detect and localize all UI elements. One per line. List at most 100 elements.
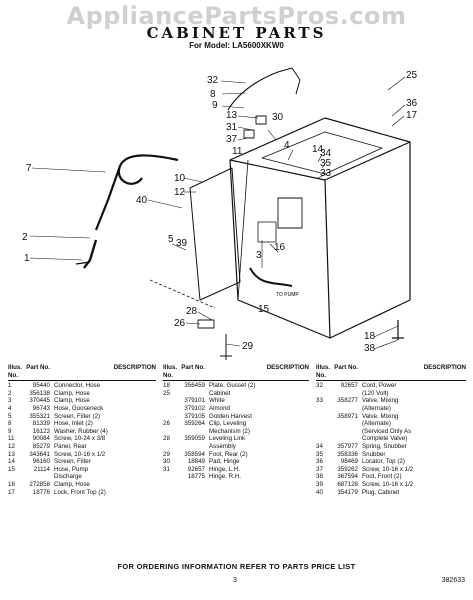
part-description: Screw, 10-16 x 1/2 [362,480,414,488]
part-number: 358971 [337,412,358,420]
part-description: Mechanism (2) [209,427,250,435]
callout-31: 31 [226,122,238,133]
part-description: Snubber [362,450,386,458]
part-number [180,390,209,398]
part-number: 370445 [29,397,50,405]
part-description: Golden Harvest [209,412,252,420]
part-description: (Alternate) [362,420,391,428]
part-number: 359059 [184,435,205,443]
power-cord-outline [227,67,293,111]
parts-row: 39 687128 Screw, 10-16 x 1/2 [316,481,466,489]
parts-row: (Alternate) [316,420,466,428]
parts-row: (Serviced Only As [316,428,466,436]
part-number: 85279 [32,442,50,450]
illus-number [163,443,180,451]
part-number: 98469 [340,458,358,466]
callout-5: 5 [168,234,174,245]
part-number [333,428,362,436]
parts-row: 358971 Valve, Mixing [316,413,466,421]
illus-number [316,428,333,436]
callout-7: 7 [26,163,32,174]
part-description: Panel, Rear [54,442,87,450]
part-description: Hose, Pump [54,465,89,473]
exploded-parts-diagram: 1234578910111213141516171825262829303132… [22,67,418,360]
part-description: Screen, Filter [54,458,91,466]
part-description: Lock, Front Top (2) [54,488,106,496]
part-description: Hinge, R.H. [209,473,241,481]
table-header: Illus. No. Part No. DESCRIPTION [8,364,156,382]
callout-34: 34 [320,148,332,159]
callout-26: 26 [174,318,186,329]
illus-number: 30 [163,458,170,466]
model-line: For Model: LA5600XKW0 [189,41,284,50]
svg-text:TO PUMP: TO PUMP [276,292,299,298]
part-number: 90084 [32,435,50,443]
callout-18: 18 [364,331,376,342]
part-number: 355321 [29,412,50,420]
illus-number [163,397,180,405]
part-description: (Serviced Only As [362,427,412,435]
part-number: 359262 [337,465,358,473]
part-description: (Alternate) [362,404,391,412]
illus-number: 39 [316,480,323,488]
illus-number: 34 [316,442,323,450]
part-description: (120 Volt) [362,389,389,397]
callout-11: 11 [232,146,243,157]
part-description: Spring, Snubber [362,442,407,450]
part-number: 354179 [337,488,358,496]
page-title: CABINET PARTS [146,24,327,42]
callout-33: 33 [320,168,332,179]
illus-number [163,473,180,481]
callout-15: 15 [258,304,270,315]
callout-13: 13 [226,110,238,121]
watermark: AppliancePartsPros.com [66,2,407,30]
pump-hose-outline [249,267,293,287]
part-number [180,428,209,436]
header-desc: DESCRIPTION [113,364,156,371]
part-description: Hinge, L.H. [209,465,240,473]
part-description: Clamp, Hose [54,480,90,488]
illus-number [163,413,180,421]
part-description: Washer, Rubber (4) [54,427,108,435]
illus-number [316,413,333,421]
callout-37: 37 [226,134,238,145]
part-description: Valve, Mixing [362,412,399,420]
parts-row: (Alternate) [316,405,466,413]
part-number: 358594 [184,450,205,458]
callout-17: 17 [406,110,418,121]
illus-number: 36 [316,458,323,466]
illus-number [316,390,333,398]
gooseneck-hose-outline [94,154,179,231]
callout-3: 3 [256,250,262,261]
callout-32: 32 [207,75,219,86]
illus-number: 32 [316,382,323,390]
table-header: Illus. No. Part No. DESCRIPTION [316,364,466,382]
part-number [180,443,209,451]
callout-30: 30 [272,112,284,123]
parts-row: Mechanism (2) [163,428,309,436]
part-number [25,473,54,481]
illus-number: 29 [163,450,170,458]
part-description: Cabinet [209,389,231,397]
part-description: Plug, Cabinet [362,488,400,496]
part-number: 687128 [337,480,358,488]
illus-number: 11 [8,435,15,443]
callout-35: 35 [320,158,332,169]
part-description: Almond [209,404,230,412]
